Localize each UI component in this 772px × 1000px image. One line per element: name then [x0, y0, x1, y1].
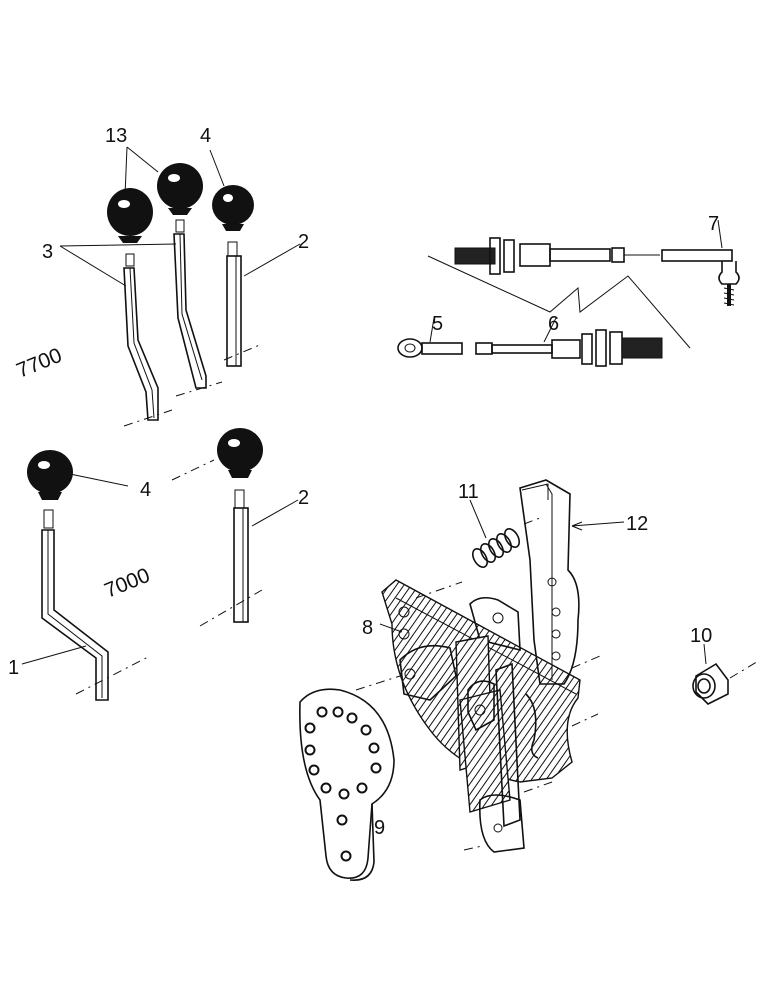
selector-arm-12 — [519, 479, 580, 685]
lever-group-7700 — [59, 146, 301, 427]
cable-lower — [397, 329, 663, 367]
model-label-7000: 7000 — [101, 564, 153, 603]
label-5: 5 — [432, 313, 443, 335]
gate-plate — [469, 596, 521, 652]
label-2-upper: 2 — [298, 231, 309, 253]
bracket-assembly — [355, 479, 625, 853]
label-12: 12 — [626, 513, 648, 535]
label-11: 11 — [458, 481, 479, 503]
link-plate — [399, 644, 495, 732]
label-4-upper: 4 — [200, 125, 211, 147]
cable-upper — [454, 237, 740, 306]
label-7: 7 — [708, 213, 719, 235]
lever-2-lower — [233, 489, 249, 623]
spring-11 — [471, 528, 521, 568]
knob-13-right — [157, 163, 203, 215]
model-label-7700: 7700 — [13, 344, 65, 383]
knob-13-left — [107, 188, 153, 243]
label-3: 3 — [42, 241, 53, 263]
index-plate-9 — [299, 688, 395, 881]
knob-4-upper — [212, 185, 254, 231]
lever-1 — [41, 509, 109, 701]
lever-3-left — [123, 253, 159, 421]
bushing-10 — [692, 643, 761, 705]
label-8: 8 — [362, 617, 373, 639]
label-1: 1 — [8, 657, 19, 679]
lever-group-7000 — [21, 428, 299, 701]
cable-assembly — [397, 219, 740, 367]
label-6: 6 — [548, 313, 559, 335]
lever-2-upper — [226, 241, 242, 367]
label-2-lower: 2 — [298, 487, 309, 509]
lever-3-right — [173, 219, 207, 389]
label-10: 10 — [690, 625, 712, 647]
knob-4-lower-left — [27, 450, 73, 500]
guide-channel — [455, 635, 525, 853]
label-13: 13 — [105, 125, 127, 147]
knob-4-lower-right — [217, 428, 263, 478]
label-4-lower: 4 — [140, 479, 151, 501]
label-9: 9 — [374, 817, 385, 839]
